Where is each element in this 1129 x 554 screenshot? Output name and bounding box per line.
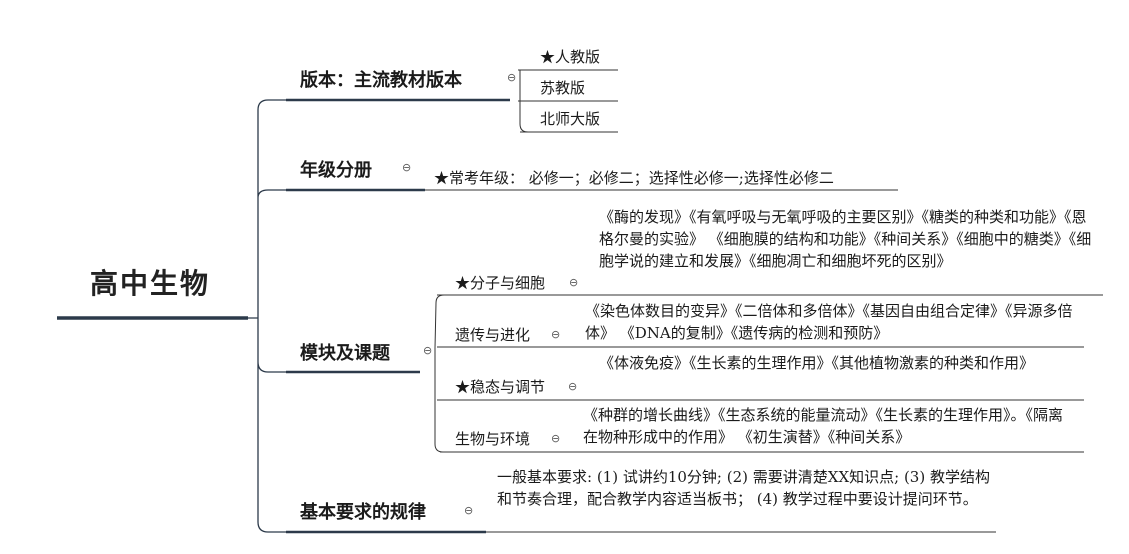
module-item-cell-collapse-icon[interactable]: ⊖ xyxy=(569,276,579,289)
module-item-homeostasis-label[interactable]: ★稳态与调节 xyxy=(455,378,546,396)
trunk-connector xyxy=(248,99,288,533)
grade-node[interactable]: 年级分册 xyxy=(300,160,372,181)
modules-node[interactable]: 模块及课题 xyxy=(300,343,390,364)
module-item-ecology-topics[interactable]: 《种群的增长曲线》《生态系统的能量流动》《生长素的生理作用》。《隔离在物种形成中… xyxy=(583,406,1064,446)
rules-node[interactable]: 基本要求的规律 xyxy=(300,502,426,523)
root-node[interactable]: 高中生物 xyxy=(90,267,211,300)
module-item-homeostasis-topics[interactable]: 《体液免疫》《生长素的生理作用》《其他植物激素的种类和作用》 xyxy=(599,354,1035,372)
edition-collapse-icon[interactable]: ⊖ xyxy=(507,71,517,84)
module-item-genetics-collapse-icon[interactable]: ⊖ xyxy=(551,328,561,341)
rules-text[interactable]: 一般基本要求: (1) 试讲约10分钟; (2) 需要讲清楚XX知识点; (3)… xyxy=(497,468,990,508)
modules-collapse-icon[interactable]: ⊖ xyxy=(423,344,433,357)
edition-node[interactable]: 版本：主流教材版本 xyxy=(300,70,462,91)
module-item-cell-topics[interactable]: 《酶的发现》《有氧呼吸与无氧呼吸的主要区别》《糖类的种类和功能》《恩格尔曼的实验… xyxy=(599,208,1092,270)
edition-item-jiangsu[interactable]: 苏教版 xyxy=(540,79,586,97)
module-item-genetics-label[interactable]: 遗传与进化 xyxy=(455,326,531,344)
grade-collapse-icon[interactable]: ⊖ xyxy=(402,161,412,174)
edition-item-bnu[interactable]: 北师大版 xyxy=(540,110,601,128)
modules-connector xyxy=(434,294,1103,453)
edition-connector xyxy=(518,69,618,133)
module-item-homeostasis-collapse-icon[interactable]: ⊖ xyxy=(568,380,578,393)
module-item-cell-label[interactable]: ★分子与细胞 xyxy=(455,274,546,292)
module-item-ecology-collapse-icon[interactable]: ⊖ xyxy=(551,432,561,445)
edition-item-pep[interactable]: ★人教版 xyxy=(540,48,601,66)
grade-note[interactable]: ★常考年级： 必修一；必修二；选择性必修一;选择性必修二 xyxy=(434,169,834,187)
module-item-ecology-label[interactable]: 生物与环境 xyxy=(455,430,531,448)
rules-collapse-icon[interactable]: ⊖ xyxy=(464,504,474,517)
module-item-genetics-topics[interactable]: 《染色体数目的变异》《二倍体和多倍体》《基因自由组合定律》《异源多倍体》 《DN… xyxy=(585,302,1073,342)
